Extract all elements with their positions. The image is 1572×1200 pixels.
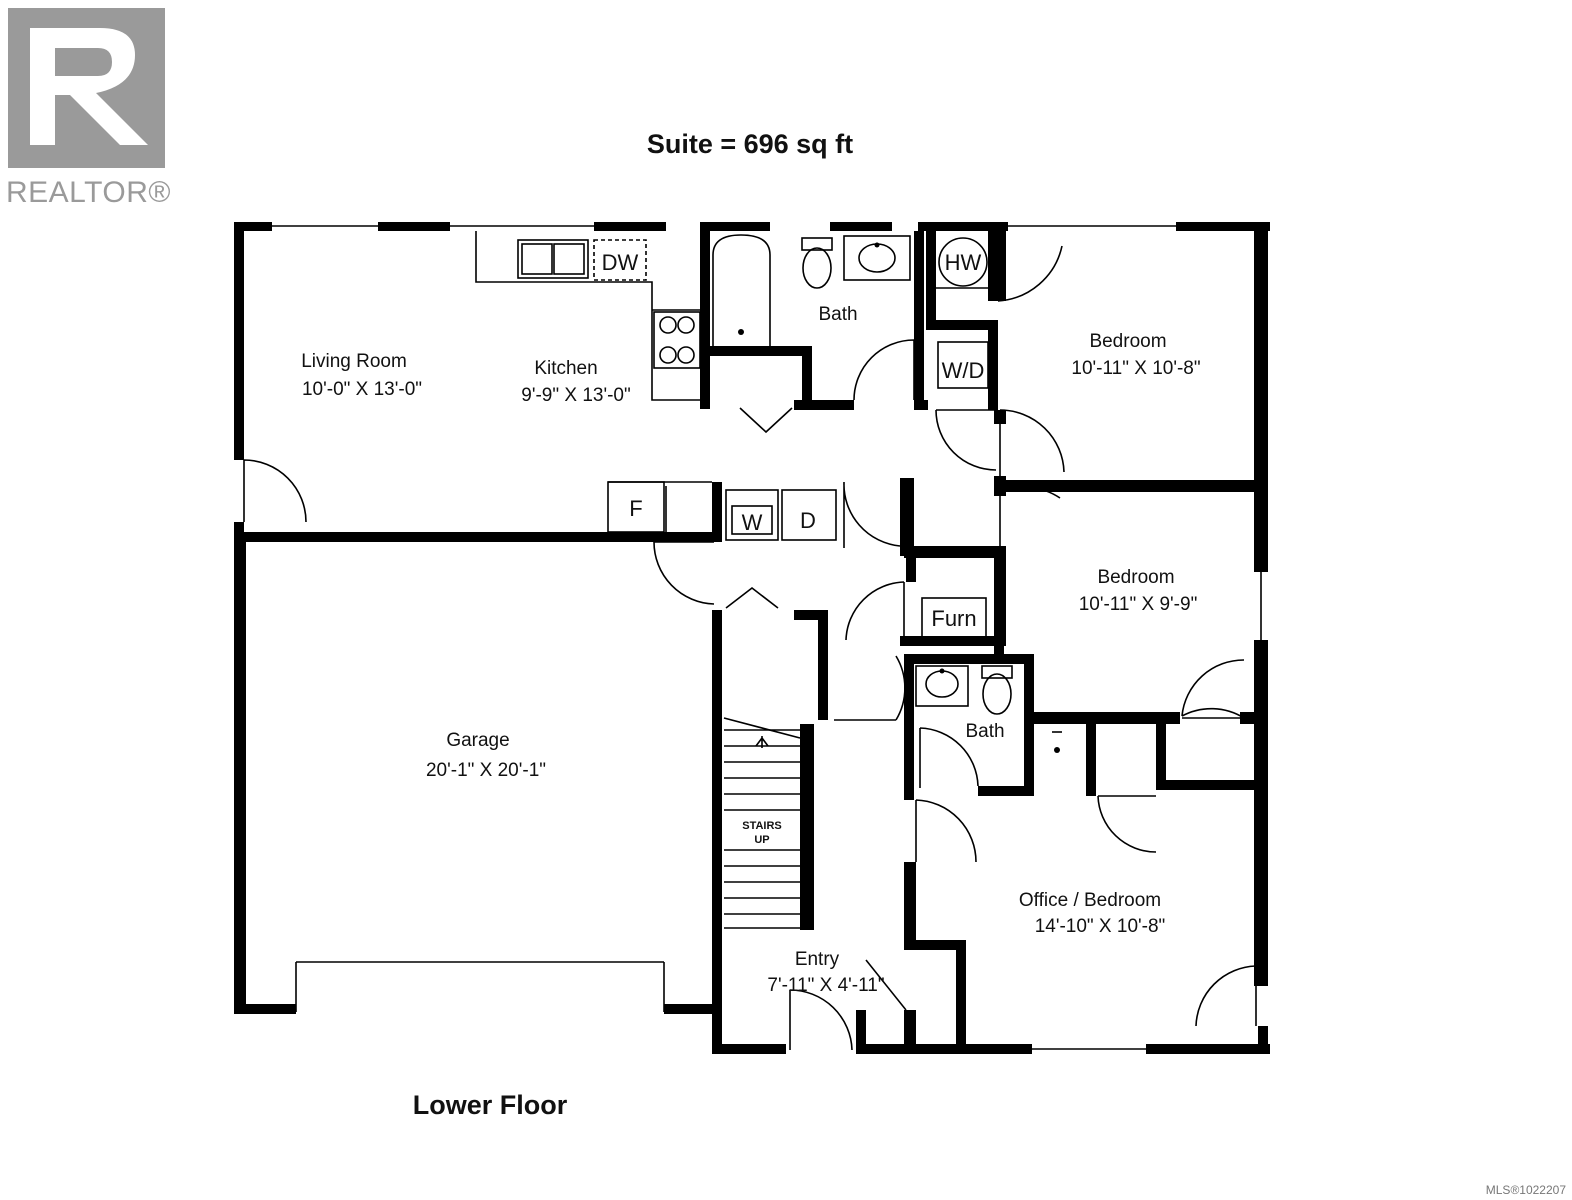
dishwasher-icon (593, 239, 647, 281)
dryer-label: D (800, 508, 816, 533)
washer-icon (725, 489, 779, 541)
kitchen-name: Kitchen (534, 358, 597, 379)
kitchen-sink-icon (517, 239, 589, 279)
bedroom-1-name: Bedroom (1089, 331, 1166, 352)
kitchen-size: 9'-9" X 13'-0" (521, 385, 630, 406)
stairs-icon (723, 717, 801, 929)
living-room-size: 10'-0" X 13'-0" (302, 379, 422, 400)
suite-area-title: Suite = 696 sq ft (647, 129, 853, 159)
bedroom-2-size: 10'-11" X 9'-9" (1079, 594, 1198, 615)
furnace-icon (921, 597, 987, 639)
garage-name: Garage (446, 730, 509, 751)
stairs-label-line1: STAIRS (742, 820, 782, 832)
walls (234, 222, 1270, 1054)
mls-number: MLS®1022207 (1486, 1183, 1567, 1197)
dishwasher-label: DW (602, 250, 639, 275)
office-name: Office / Bedroom (1019, 890, 1161, 911)
room-labels: Living Room 10'-0" X 13'-0" Kitchen 9'-9… (301, 304, 1200, 996)
stairs-label-line2: UP (754, 834, 769, 846)
fridge-icon (607, 481, 665, 533)
bath-upper-name: Bath (818, 304, 857, 325)
realtor-logo: REALTOR® (6, 8, 171, 209)
living-room-name: Living Room (301, 351, 407, 372)
entry-name: Entry (795, 949, 840, 970)
entry-size: 7'-11" X 4'-11" (767, 975, 884, 996)
office-size: 14'-10" X 10'-8" (1035, 916, 1166, 937)
garage-size: 20'-1" X 20'-1" (426, 760, 546, 781)
washer-dryer-stack-icon (937, 341, 989, 389)
bath-lower-name: Bath (965, 721, 1004, 742)
dryer-icon (781, 489, 837, 541)
hot-water-tank-icon (938, 237, 988, 287)
realtor-logo-text: REALTOR® (6, 176, 171, 209)
bedroom-1-size: 10'-11" X 10'-8" (1071, 358, 1200, 379)
fridge-label: F (629, 496, 642, 521)
washer-dryer-label: W/D (942, 358, 985, 383)
fixtures: DW HW W/D F W D Furn (517, 237, 989, 929)
stove-icon (653, 311, 701, 369)
floor-title: Lower Floor (413, 1090, 568, 1120)
furnace-label: Furn (931, 606, 976, 631)
bedroom-2-name: Bedroom (1097, 567, 1174, 588)
doors (243, 231, 1257, 1051)
washer-label: W (742, 510, 763, 535)
hot-water-label: HW (945, 250, 982, 275)
